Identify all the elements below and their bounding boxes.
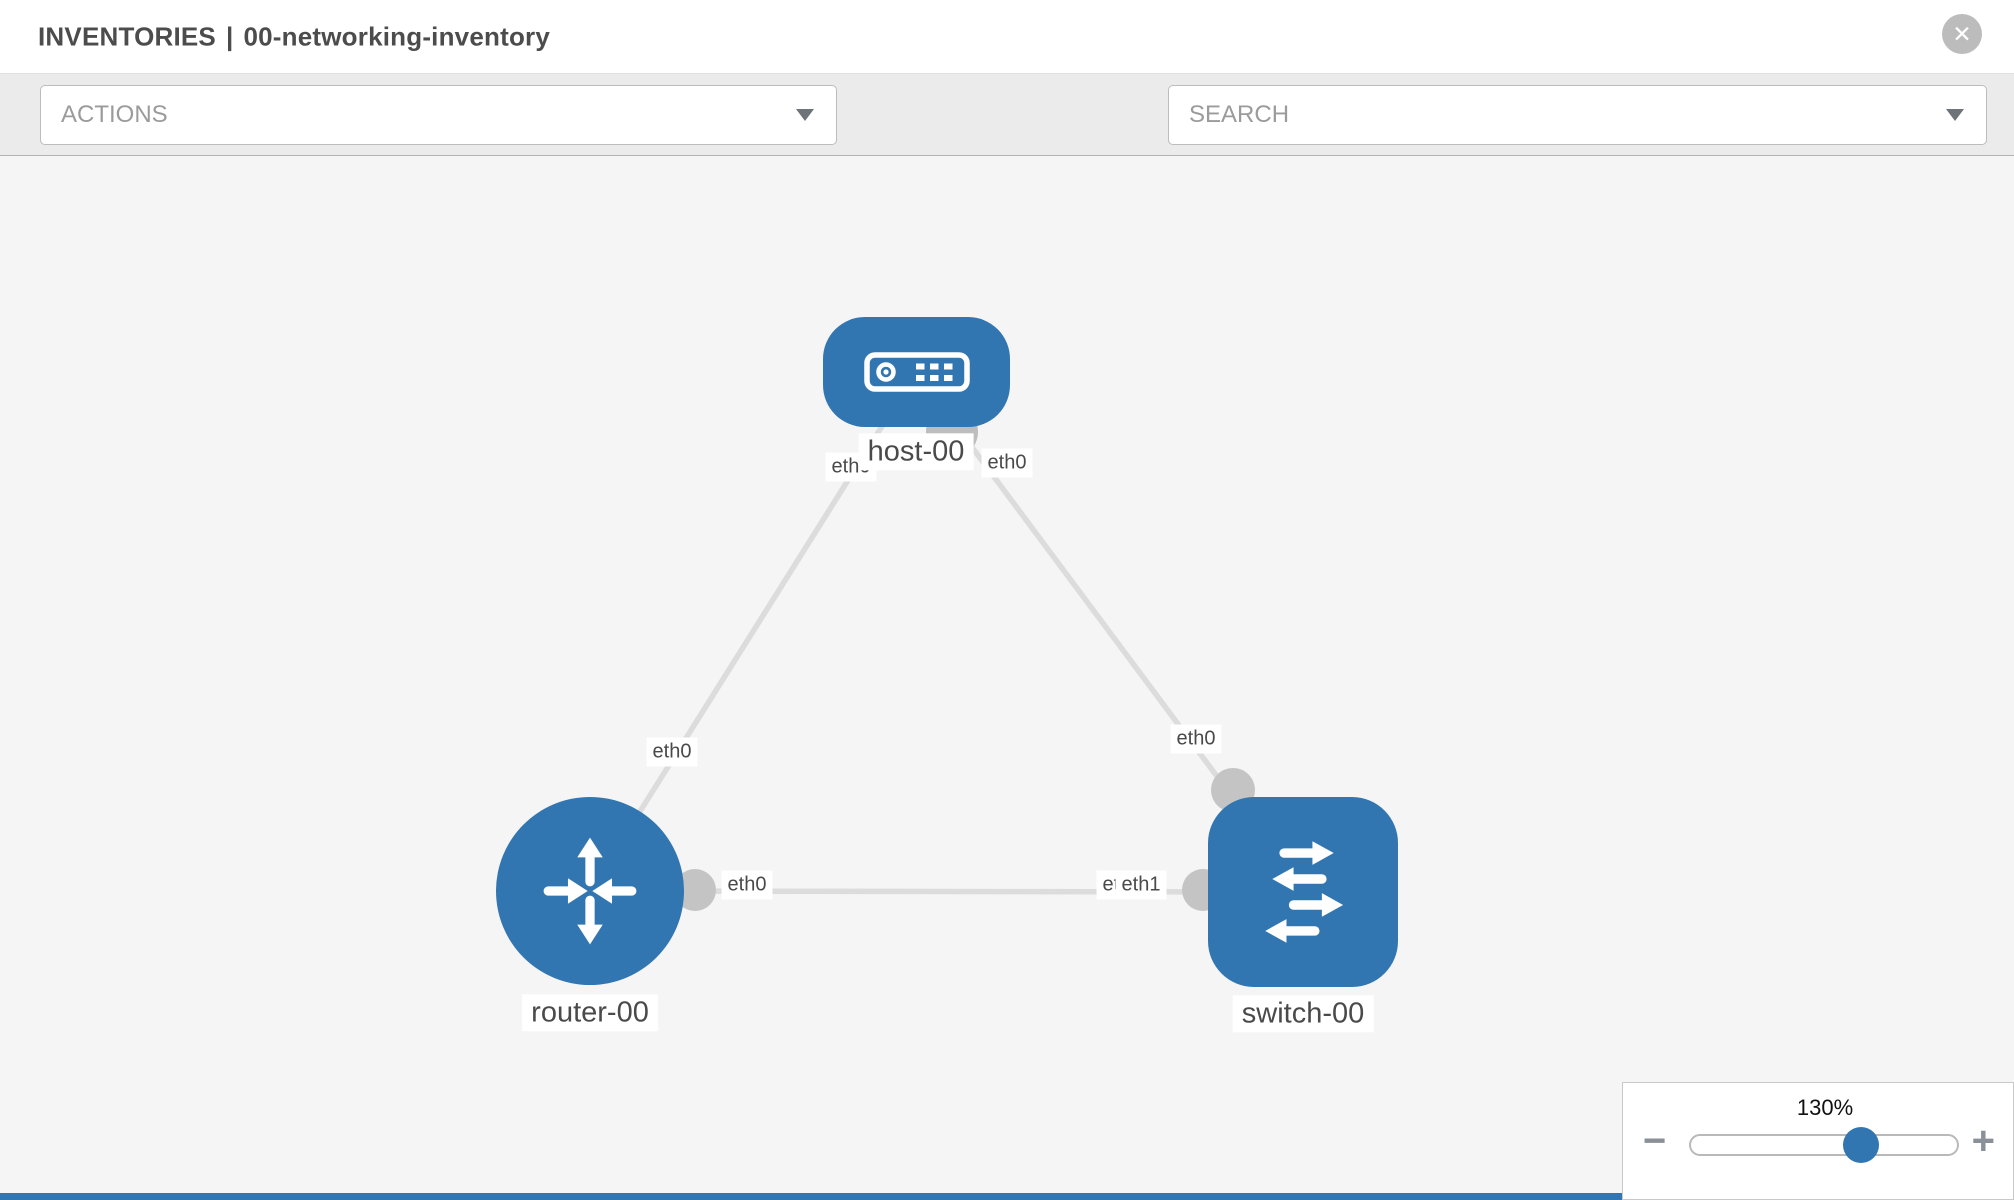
search-dropdown[interactable]: SEARCH bbox=[1168, 85, 1987, 145]
interface-label: eth0 bbox=[981, 448, 1033, 478]
interface-label: eth0 bbox=[646, 737, 698, 767]
zoom-control: 130% − + bbox=[1622, 1082, 2014, 1200]
node-router-00[interactable] bbox=[496, 797, 684, 985]
node-switch-00[interactable] bbox=[1208, 797, 1398, 987]
bottom-accent-bar bbox=[0, 1193, 1622, 1200]
breadcrumb-separator: | bbox=[225, 21, 234, 51]
topology-canvas[interactable]: host-00 router-00 bbox=[0, 156, 2014, 1200]
zoom-in-button[interactable]: + bbox=[1971, 1119, 1995, 1163]
node-label-router-00: router-00 bbox=[522, 994, 658, 1032]
link-endpoint-dot bbox=[674, 869, 716, 911]
interface-label: eth0 bbox=[1170, 724, 1222, 754]
node-host-00[interactable] bbox=[823, 317, 1010, 427]
interface-label: eth1 bbox=[1115, 870, 1167, 900]
actions-dropdown-label: ACTIONS bbox=[61, 101, 168, 128]
breadcrumb-section: INVENTORIES bbox=[38, 21, 216, 51]
interface-label: eth0 bbox=[721, 870, 773, 900]
node-label-host-00: host-00 bbox=[858, 433, 974, 471]
breadcrumb-inventory-name: 00-networking-inventory bbox=[243, 21, 551, 51]
router-icon bbox=[543, 837, 637, 945]
zoom-slider[interactable] bbox=[1689, 1127, 1959, 1163]
node-label-switch-00: switch-00 bbox=[1232, 995, 1374, 1033]
actions-dropdown[interactable]: ACTIONS bbox=[40, 85, 837, 145]
title-bar: INVENTORIES | 00-networking-inventory ✕ bbox=[0, 0, 2014, 73]
close-icon: ✕ bbox=[1952, 20, 1972, 47]
zoom-level-value: 130% bbox=[1796, 1095, 1854, 1120]
chevron-down-icon bbox=[796, 109, 814, 121]
switch-icon bbox=[1265, 841, 1344, 943]
close-button[interactable]: ✕ bbox=[1942, 14, 1982, 54]
chevron-down-icon bbox=[1946, 109, 1964, 121]
zoom-out-button[interactable]: − bbox=[1643, 1119, 1667, 1163]
host-icon bbox=[863, 352, 970, 392]
topology-edges bbox=[587, 370, 1306, 911]
zoom-slider-thumb[interactable] bbox=[1843, 1127, 1880, 1163]
toolbar: ACTIONS SEARCH bbox=[0, 73, 2014, 204]
page-title: INVENTORIES | 00-networking-inventory bbox=[38, 21, 550, 52]
search-placeholder: SEARCH bbox=[1189, 101, 1290, 128]
